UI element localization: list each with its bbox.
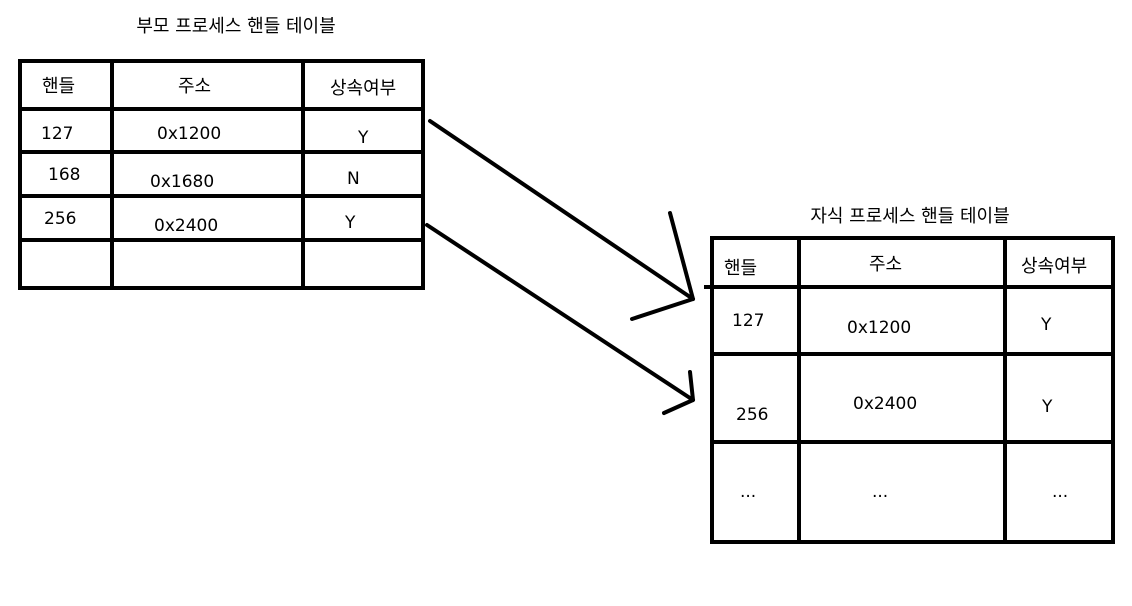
- child-row-127-handle: 127: [732, 311, 764, 331]
- parent-table: 부모 프로세스 핸들 테이블 핸들 주소 상속여부 127 0x1200 Y 1…: [18, 16, 425, 290]
- parent-header-handle: 핸들: [42, 76, 75, 97]
- arrow-127-shaft: [428, 119, 695, 301]
- parent-row-127-handle: 127: [41, 124, 73, 144]
- child-row-256-inherit: Y: [1041, 397, 1053, 417]
- child-table: 자식 프로세스 핸들 테이블 핸들 주소 상속여부 127 0x1200 Y 2…: [704, 206, 1115, 544]
- child-row-ellipsis-inherit: ...: [1052, 482, 1068, 502]
- child-row-256-address: 0x2400: [853, 394, 917, 414]
- child-table-title: 자식 프로세스 핸들 테이블: [810, 206, 1009, 227]
- parent-header-address: 주소: [178, 76, 211, 97]
- parent-row-168-address: 0x1680: [150, 172, 214, 192]
- parent-row-127-inherit: Y: [357, 128, 369, 148]
- child-row-ellipsis-handle: ...: [740, 482, 756, 502]
- child-row-127-inherit: Y: [1040, 315, 1052, 335]
- parent-table-title: 부모 프로세스 핸들 테이블: [136, 16, 335, 37]
- parent-row-256-address: 0x2400: [154, 216, 218, 236]
- arrow-127-head: [630, 211, 695, 321]
- arrow-256: [425, 223, 695, 415]
- child-header-address: 주소: [869, 254, 902, 275]
- child-header-handle: 핸들: [724, 258, 757, 279]
- arrow-256-head: [662, 370, 695, 415]
- arrow-256-shaft: [425, 223, 695, 402]
- parent-row-256-inherit: Y: [344, 213, 356, 233]
- parent-row-168-handle: 168: [48, 165, 80, 185]
- parent-row-256-handle: 256: [44, 209, 76, 229]
- parent-header-inherit: 상속여부: [330, 78, 396, 99]
- child-row-ellipsis-address: ...: [872, 482, 888, 502]
- parent-row-168-inherit: N: [347, 169, 360, 189]
- child-row-256-handle: 256: [736, 405, 768, 425]
- arrow-127: [428, 119, 695, 321]
- parent-table-frame: [18, 59, 425, 290]
- parent-row-127-address: 0x1200: [157, 124, 221, 144]
- child-row-127-address: 0x1200: [847, 318, 911, 338]
- child-header-inherit: 상속여부: [1021, 256, 1087, 277]
- child-table-frame: [710, 236, 1115, 544]
